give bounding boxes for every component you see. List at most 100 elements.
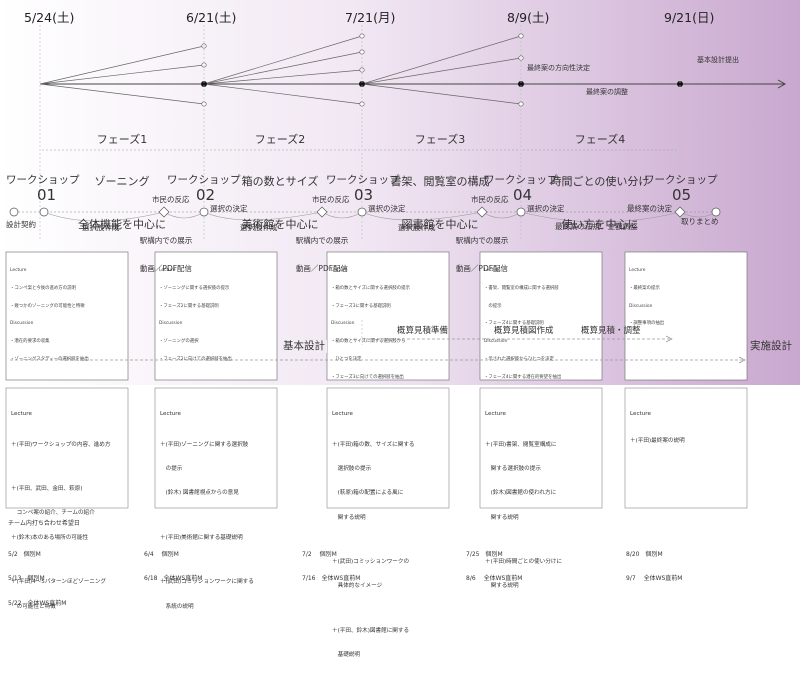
- box-line: 関する説明: [485, 583, 519, 590]
- meeting-item: 6/18 全体WS直前M: [144, 575, 203, 583]
- estimate-prep-label: 概算見積準備: [397, 326, 449, 336]
- box-line: ・最終案の提示: [629, 285, 660, 291]
- option-creation-label: 選択肢作成: [240, 223, 278, 232]
- box-line: ひとつを決定: [331, 356, 362, 362]
- phase-line: 書架、閲覧室の構成: [390, 175, 490, 189]
- box-line: ＋(平田、鈴木)図書館に関する: [332, 627, 410, 634]
- workshop-number: 03: [354, 186, 374, 204]
- box-line: の提示: [484, 303, 502, 309]
- final-direction-label: 最終案の方向性決定: [527, 64, 590, 72]
- box-line: Discussion: [10, 321, 34, 327]
- upper-box-4: Lecture ・書架、閲覧室の構成に関する選択肢 の提示 ・フェーズ4に関する…: [484, 256, 561, 393]
- date-label: 7/21(月): [345, 10, 396, 25]
- box-line: ・フェーズ4に関する潜在的要望を抽出: [484, 374, 562, 380]
- team-meetings-title: チーム内打ち合わせ希望日: [8, 520, 80, 527]
- box-line: ・フェーズ4に関する基礎説明: [484, 321, 544, 327]
- meeting-item: 7/25 個別M: [466, 551, 503, 559]
- phase-number: フェーズ4: [574, 132, 626, 146]
- basic-design-arrow-head: [738, 356, 746, 364]
- box-line: ＋(平田)時間ごとの使い分けに: [485, 559, 563, 566]
- box-line: ・コンペ案と今後の進め方の説明: [10, 285, 76, 291]
- box-line: ＋(平田)ゾーニングに関する選択肢: [160, 441, 249, 448]
- milestone-dots: [201, 81, 683, 87]
- box-line: Lecture: [331, 267, 348, 273]
- box-line: ・幾つかのゾーニングの可能性と特徴: [10, 303, 85, 309]
- box-line: の提示: [160, 465, 183, 472]
- team-meetings-group-1: 5/2 個別M 5/13 個別M 5/22 全体WS直前M: [8, 535, 66, 624]
- box-line: ＋(武田)コミッションワークの: [332, 559, 410, 566]
- workshop-title: ワークショップ: [6, 174, 80, 186]
- meeting-item: 7/2 個別M: [302, 551, 337, 559]
- exhibit-line: 動画／PDF配信: [295, 263, 349, 273]
- workshop-title: ワークショップ: [644, 174, 718, 186]
- option-decision-label: 選択の決定: [210, 204, 248, 213]
- workshop-title: ワークショップ: [167, 174, 241, 186]
- box-line: ・示された選択肢からひとつを決定: [484, 356, 554, 362]
- phase-line: ゾーニング: [94, 175, 150, 189]
- box-head: Lecture: [630, 411, 651, 418]
- box-line: ・ゾーニングの選択: [159, 339, 199, 345]
- box-line: Lecture: [10, 267, 27, 273]
- box-line: ・フェーズ3に向けての選択肢を抽出: [331, 374, 404, 380]
- phase-line: 全体機能を中心に: [78, 218, 166, 232]
- estimate-lane-arrow-head: [665, 335, 673, 343]
- lower-box-4: Lecture ＋(平田)書架、閲覧室構成に 関する選択肢の提示 (鈴木)図書館…: [485, 394, 562, 607]
- team-meetings-group-2: 6/4 個別M 6/18 全体WS直前M: [144, 535, 202, 600]
- phase-3: フェーズ3 書架、閲覧室の構成 図書館を中心に: [378, 104, 502, 261]
- box-head: Lecture: [485, 411, 506, 418]
- box-line: ・フェーズ3に関する基礎説明: [331, 303, 391, 309]
- meeting-item: 5/22 全体WS直前M: [8, 599, 67, 607]
- option-creation-label: 選択肢作成: [82, 223, 120, 232]
- upper-box-5: Lecture ・最終案の提示 Discussion ・調整事項の抽出: [629, 256, 664, 339]
- box-line: [11, 465, 110, 469]
- box-line: ＋(鈴木)本のある場所の可能性: [11, 534, 89, 541]
- meeting-item: 7/16 全体WS直前M: [302, 575, 361, 583]
- box-line: (萩原)箱の配置による風に: [332, 490, 404, 497]
- phase-1: フェーズ1 ゾーニング 全体機能を中心に: [60, 104, 184, 261]
- lower-box-frames: [5, 387, 748, 509]
- team-meetings-group-4: 7/25 個別M 8/6 全体WS直前M: [466, 535, 522, 600]
- phase-4: フェーズ4 時間ごとの使い分け 使い方を中心に: [538, 104, 662, 261]
- exhibit-line: 駅構内での展示: [139, 235, 193, 245]
- box-line: ・ゾーニングに関する選択肢の提示: [159, 285, 230, 291]
- date-label: 9/21(日): [664, 10, 715, 25]
- upper-box-frames: [5, 251, 748, 381]
- box-line: 関する説明: [332, 514, 366, 521]
- design-contract-label: 設計契約: [6, 220, 36, 229]
- phase-line: 使い方を中心に: [561, 218, 639, 232]
- phase-number: フェーズ1: [96, 132, 148, 146]
- box-line: 系統の説明: [160, 603, 194, 610]
- box-line: [332, 607, 415, 611]
- box-line: ＋(平田、武田、金田、萩原): [11, 486, 83, 493]
- box-line: 基礎説明: [332, 652, 360, 659]
- box-line: Lecture: [159, 267, 176, 273]
- workshop-number: 04: [513, 186, 533, 204]
- final-decision-label: 最終案の決定: [627, 204, 672, 213]
- final-law-cost-label: 最終案の法規、金額調整: [555, 222, 638, 231]
- citizen-reaction-label: 市民の反応: [312, 195, 350, 204]
- schedule-graphics: [0, 0, 800, 509]
- box-line: Lecture: [629, 267, 646, 273]
- box-line: ・フェーズ2に向けての選択肢を抽出: [159, 356, 232, 362]
- workshop-number: 02: [196, 186, 216, 204]
- top-arrow-head: [777, 79, 787, 89]
- phase-number: フェーズ3: [414, 132, 466, 146]
- exhibit-line: 駅構内での展示: [295, 235, 349, 245]
- box-line: 関する説明: [485, 514, 519, 521]
- box-line: Discussion: [484, 339, 508, 345]
- phase-2: フェーズ2 箱の数とサイズ 美術館を中心に: [218, 104, 342, 261]
- wrap-up-label: 取りまとめ: [681, 217, 719, 226]
- meeting-item: 5/2 個別M: [8, 551, 41, 559]
- phase-line: 箱の数とサイズ: [241, 175, 319, 189]
- citizen-reaction-label: 市民の反応: [152, 195, 190, 204]
- meeting-item: 8/6 全体WS直前M: [466, 575, 523, 583]
- phase-line: 時間ごとの使い分け: [550, 175, 650, 189]
- date-label: 5/24(土): [24, 10, 75, 25]
- schedule-diagram: 5/24(土) 6/21(土) 7/21(月) 8/9(土) 9/21(日) 最…: [0, 0, 800, 658]
- fan-lines: [39, 35, 522, 105]
- box-line: Discussion: [629, 303, 653, 309]
- date-label: 6/21(土): [186, 10, 237, 25]
- box-line: Lecture: [484, 267, 501, 273]
- option-decision-label: 選択の決定: [527, 204, 565, 213]
- option-creation-label: 選択肢作成: [398, 223, 436, 232]
